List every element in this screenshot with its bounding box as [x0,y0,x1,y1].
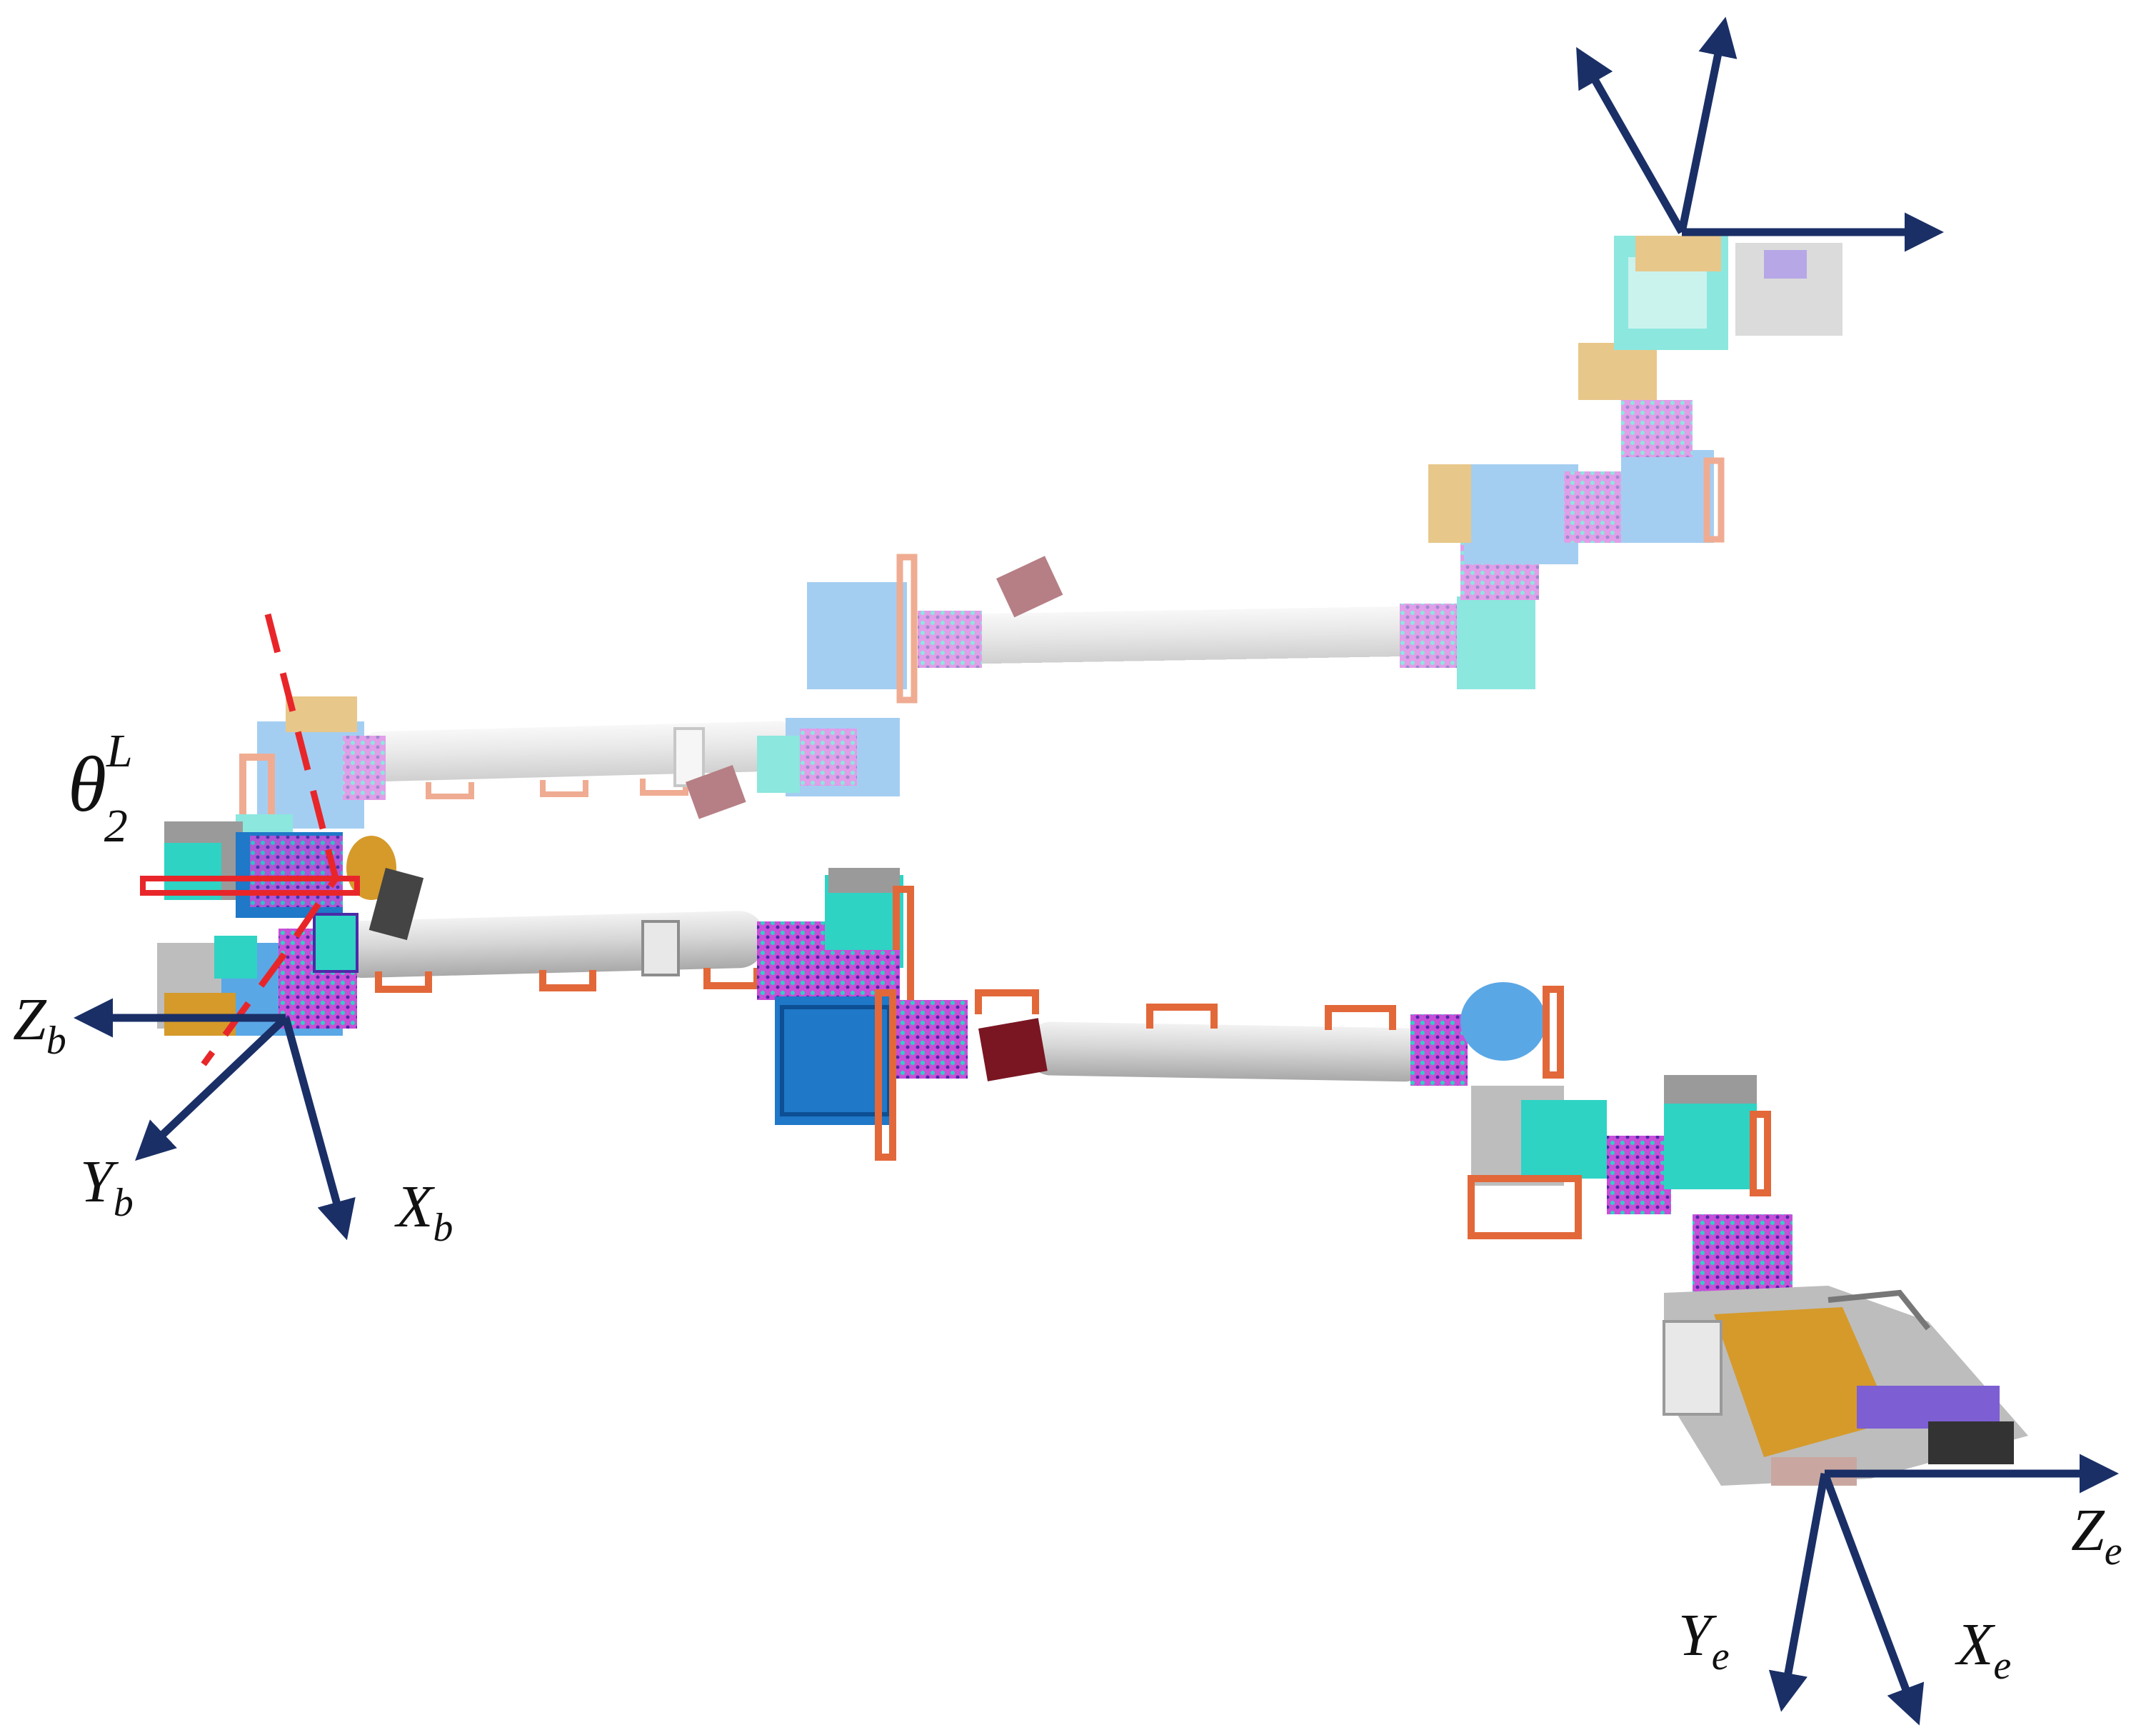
elbow-joint [757,868,1048,1161]
upper-frame-axis-1 [1576,46,1685,234]
upper-frame-axis-2 [1678,16,1738,234]
faded-tube-handles [426,779,688,799]
end-x-label: Xe [1955,1611,2011,1688]
faded-elbow-joint [757,554,982,796]
end-x-axis [1820,1472,1925,1726]
faded-wrist-joint [1400,343,1725,689]
faded-clamp [673,727,705,787]
wrist-joint [1410,982,1793,1293]
faded-dark-box-1 [686,765,746,819]
end-y-axis [1768,1473,1829,1712]
main-tube-1 [336,911,765,979]
end-z-label: Ze [2071,1497,2122,1574]
base-joint [140,821,424,1036]
end-effector [1663,1286,2028,1486]
base-x-label: Xb [394,1174,453,1250]
faded-end-effector [1614,236,1842,350]
main-tube-2 [1028,1021,1428,1082]
end-frame [1768,1454,2119,1726]
upper-tip-frame [1576,16,1944,252]
base-y-axis [135,1015,289,1161]
end-y-label: Ye [1678,1602,1730,1679]
base-x-axis [281,1016,356,1241]
faded-shoulder-joint [236,696,386,839]
base-frame [74,998,356,1241]
base-z-label: Zb [13,986,66,1063]
faded-tube-2 [950,606,1422,664]
main-configuration [140,613,2028,1486]
faded-configuration [236,236,1842,839]
faded-dark-box-2 [996,556,1063,618]
base-y-label: Yb [80,1149,134,1225]
joint-axis-dashed [201,613,339,1066]
